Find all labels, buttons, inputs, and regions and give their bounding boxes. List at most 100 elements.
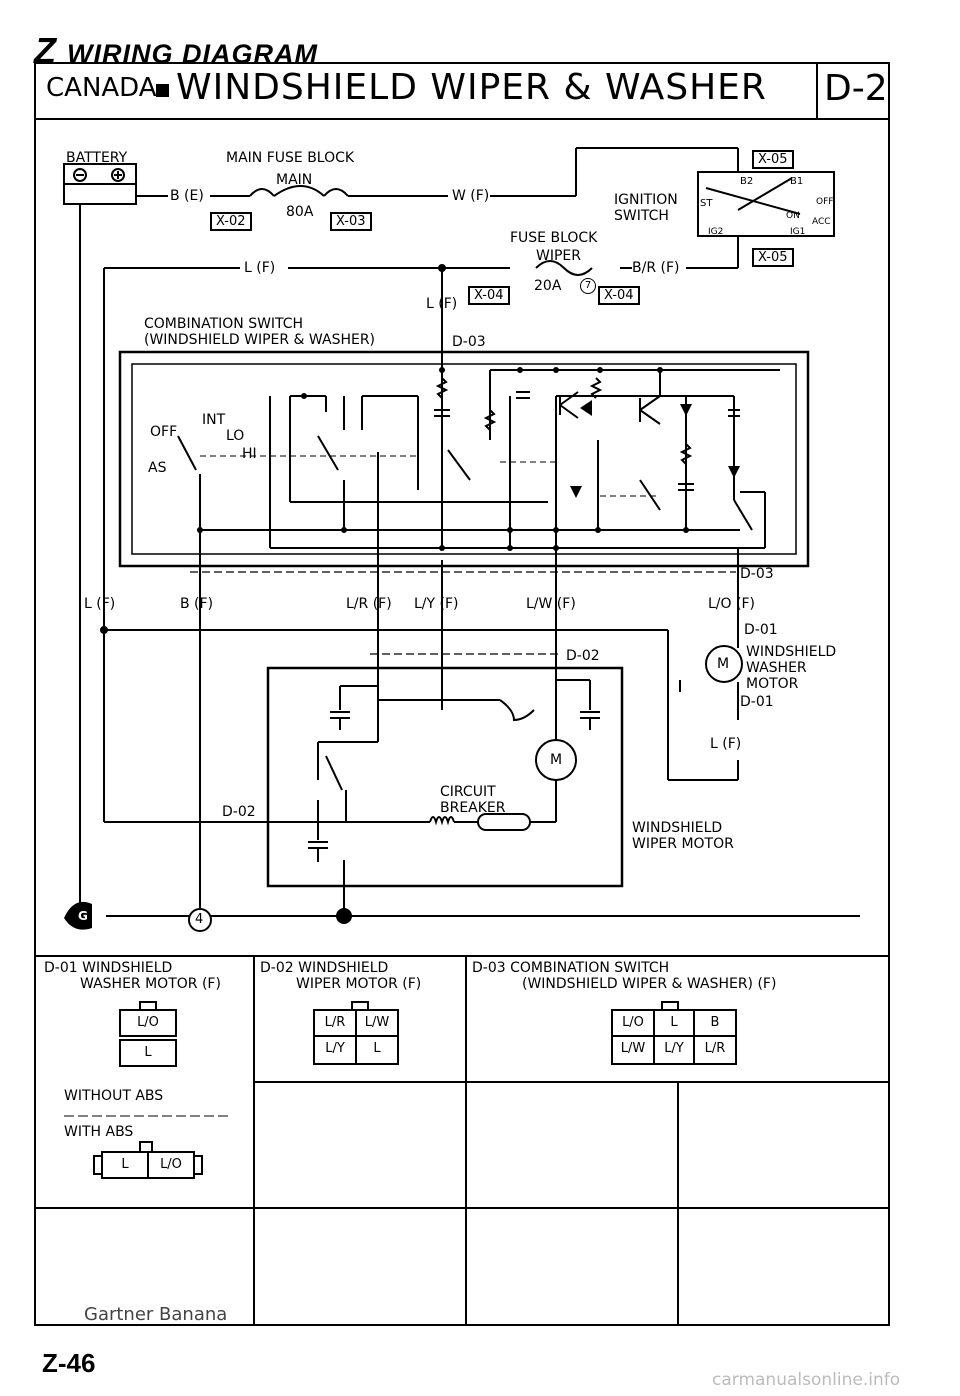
abs-pin-1: L <box>121 1157 129 1172</box>
with-abs-label: WITH ABS <box>64 1124 134 1140</box>
washer-motor-m: M <box>717 656 730 672</box>
d03-pin-1: L/O <box>622 1015 644 1030</box>
d01-title-2: WASHER MOTOR (F) <box>80 976 221 992</box>
x04-left-label: X-04 <box>468 286 510 305</box>
ign-b1-label: B1 <box>790 176 804 187</box>
wiper-motor-label-2: WIPER MOTOR <box>632 836 734 852</box>
x03-label: X-03 <box>330 212 372 231</box>
d01-title-1: D-01 WINDSHIELD <box>44 960 173 976</box>
x05-top-label: X-05 <box>752 150 794 169</box>
ign-acc-label: ACC <box>812 217 831 227</box>
l-f-top-label: L (F) <box>244 260 276 276</box>
d03-pin-2: L <box>670 1015 678 1030</box>
switch-as-label: AS <box>148 460 167 476</box>
d02-left-label: D-02 <box>222 804 256 820</box>
switch-lo-label: LO <box>226 428 245 444</box>
watermark-text: Gartner Banana <box>84 1304 228 1325</box>
main-fuse-block-label: MAIN FUSE BLOCK <box>226 150 355 166</box>
d03-title-1: D-03 COMBINATION SWITCH <box>472 960 670 976</box>
combination-switch-box <box>118 350 810 568</box>
d03-pin-3: B <box>710 1015 720 1030</box>
washer-motor-label-3: MOTOR <box>746 676 799 692</box>
circuit-breaker-label-2: BREAKER <box>440 800 506 816</box>
washer-motor-label-2: WASHER <box>746 660 807 676</box>
b-e-label: B (E) <box>170 188 204 204</box>
d03-top-label: D-03 <box>452 334 486 350</box>
d03-pin-6: L/R <box>704 1041 726 1056</box>
combination-switch-label-2: (WINDSHIELD WIPER & WASHER) <box>144 332 376 348</box>
l-y-f-label: L/Y (F) <box>414 596 459 612</box>
wiper-motor-box <box>266 666 624 888</box>
page-number: Z-46 <box>42 1348 96 1378</box>
d02-pin-2: L/W <box>364 1015 390 1030</box>
x05-bottom-label: X-05 <box>752 248 794 267</box>
fuse-block-label: FUSE BLOCK <box>510 230 598 246</box>
ground-g-label: G <box>78 909 88 923</box>
title-divider <box>816 62 818 120</box>
d01-bottom-label: D-01 <box>740 694 774 710</box>
d03-title-2: (WINDSHIELD WIPER & WASHER) (F) <box>522 976 777 992</box>
section-letter: Z <box>34 30 57 71</box>
l-f-mid-label: L (F) <box>426 296 458 312</box>
wiper-amps-label: 20A <box>534 278 562 294</box>
wiper-fuse-label: WIPER <box>536 248 581 264</box>
l-r-f-label: L/R (F) <box>346 596 392 612</box>
washer-motor-symbol <box>705 645 743 683</box>
d02-title-2: WIPER MOTOR (F) <box>296 976 422 992</box>
ign-st-label: ST <box>700 198 713 209</box>
switch-int-label: INT <box>202 412 226 428</box>
d03-bottom-label: D-03 <box>740 566 774 582</box>
d03-pin-5: L/Y <box>664 1041 684 1056</box>
washer-motor-label-1: WINDSHIELD <box>746 644 837 660</box>
ign-b2-label: B2 <box>740 176 754 187</box>
main-label: MAIN <box>276 172 313 188</box>
w-f-label: W (F) <box>452 188 490 204</box>
d03-pin-4: L/W <box>620 1041 646 1056</box>
b-f-label: B (F) <box>180 596 214 612</box>
bullet-icon <box>156 84 169 97</box>
section-title: WIRING DIAGRAM <box>67 39 318 69</box>
main-amps-label: 80A <box>286 204 314 220</box>
l-w-f-label: L/W (F) <box>526 596 576 612</box>
without-abs-label: WITHOUT ABS <box>64 1088 164 1104</box>
country-label: CANADA <box>46 73 157 103</box>
ignition-switch-label-1: IGNITION <box>614 192 678 208</box>
ign-ig2-label: IG2 <box>708 227 724 237</box>
ign-off-label: OFF <box>816 197 834 207</box>
d01-top-label: D-01 <box>744 622 778 638</box>
site-watermark: carmanualsonline.info <box>712 1370 901 1390</box>
d02-title-1: D-02 WINDSHIELD <box>260 960 389 976</box>
l-f-right-label: L (F) <box>710 736 742 752</box>
diagram-code: D-2 <box>824 68 888 109</box>
ign-ig1-label: IG1 <box>790 227 806 237</box>
d02-pin-4: L <box>373 1041 381 1056</box>
page-title: WINDSHIELD WIPER & WASHER <box>176 67 767 108</box>
section-header: Z WIRING DIAGRAM <box>34 30 318 72</box>
d01-pin-2: L <box>144 1045 152 1060</box>
x04-right-label: X-04 <box>598 286 640 305</box>
d02-pin-1: L/R <box>324 1015 346 1030</box>
diagram-frame <box>34 118 890 1326</box>
d02-pin-3: L/Y <box>325 1041 345 1056</box>
switch-hi-label: HI <box>242 446 257 462</box>
battery-label: BATTERY <box>66 150 128 166</box>
ignition-switch-label-2: SWITCH <box>614 208 669 224</box>
d02-top-label: D-02 <box>566 648 600 664</box>
ignition-switch-symbol <box>697 171 835 237</box>
l-o-f-label: L/O (F) <box>708 596 755 612</box>
combination-switch-label-1: COMBINATION SWITCH <box>144 316 304 332</box>
abs-pin-2: L/O <box>160 1157 182 1172</box>
fuse-number-label: 7 <box>580 278 596 294</box>
d01-pin-1: L/O <box>137 1015 159 1030</box>
wiper-motor-label-1: WINDSHIELD <box>632 820 723 836</box>
x02-label: X-02 <box>210 212 252 231</box>
b-r-f-label: B/R (F) <box>632 260 680 276</box>
ign-on-label: ON <box>786 211 800 221</box>
circuit-breaker-label-1: CIRCUIT <box>440 784 496 800</box>
ground-icon <box>64 901 92 930</box>
l-f-left-label: L (F) <box>84 596 116 612</box>
ground-number-label: 4 <box>195 912 204 927</box>
wiper-motor-m: M <box>550 752 563 768</box>
switch-off-label: OFF <box>150 424 178 440</box>
